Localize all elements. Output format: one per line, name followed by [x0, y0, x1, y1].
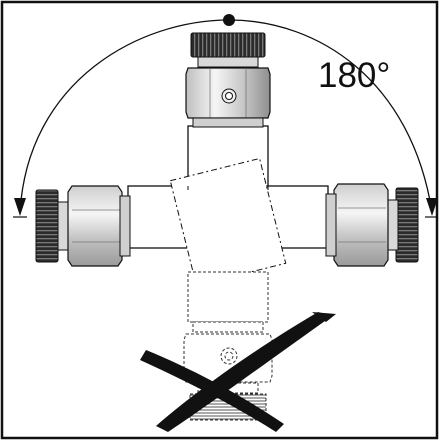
top-valve	[185, 32, 271, 128]
left-valve	[35, 185, 131, 267]
pivot-dot	[223, 14, 235, 26]
body-tube	[127, 125, 329, 287]
right-arrow	[425, 198, 438, 218]
angle-label: 180°	[318, 56, 391, 95]
right-valve	[325, 183, 419, 267]
left-arrow	[13, 198, 27, 218]
prohibited-cross	[140, 312, 336, 432]
